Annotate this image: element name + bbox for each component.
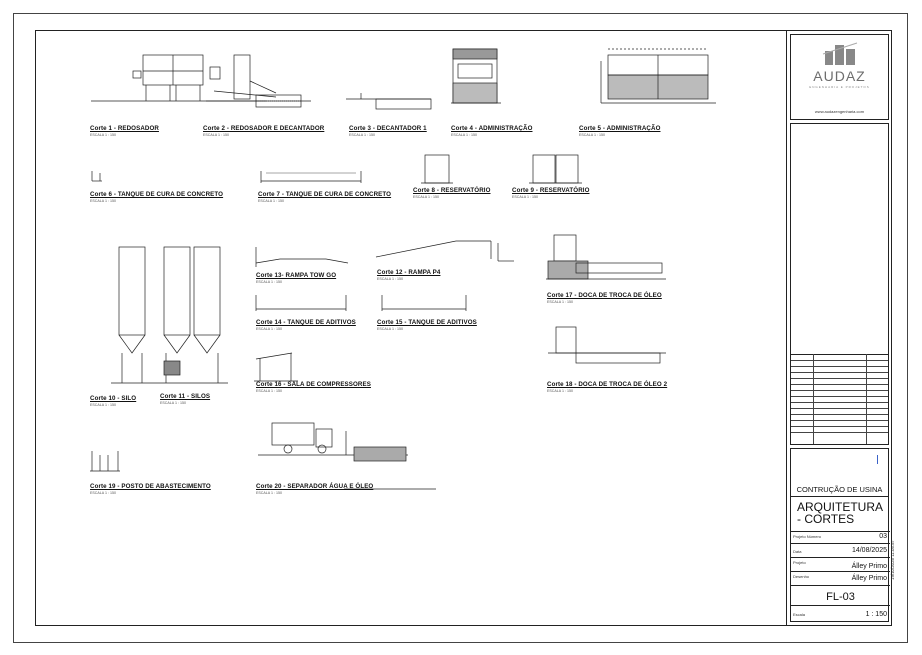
drawing-corte-14 — [255, 295, 347, 311]
caption-corte-18: Corte 18 - DOCA DE TROCA DE ÓLEO 2 — [547, 381, 668, 388]
info-box: CONTRUÇÃO DE USINA ARQUITETURA - CORTES … — [790, 448, 890, 622]
caption-corte-3: Corte 3 - DECANTADOR 1 — [349, 125, 427, 132]
scale-corte-3: ESCALA 1 : 150 — [349, 133, 375, 137]
caption-corte-7: Corte 7 - TANQUE DE CURA DE CONCRETO — [258, 191, 392, 198]
logo-box: AUDAZ ENGENHARIA E PROJETOS www.audazeng… — [790, 34, 889, 120]
drawing-sheet — [13, 13, 908, 643]
scale-corte-16: ESCALA 1 : 150 — [256, 389, 282, 393]
drawing-corte-6 — [91, 171, 102, 182]
drawer-label: Desenho — [793, 574, 810, 579]
drawing-corte-7 — [260, 171, 362, 183]
project-number-value: 03 — [879, 533, 887, 540]
drawer-value: Álley Primo — [851, 575, 887, 582]
designer-label: Projeto — [793, 560, 806, 565]
cursor-mark — [877, 455, 878, 464]
drawing-corte-17 — [546, 234, 666, 280]
caption-corte-2: Corte 2 - REDOSADOR E DECANTADOR — [203, 125, 325, 132]
drawing-corte-8 — [421, 154, 453, 184]
scale-corte-9: ESCALA 1 : 150 — [512, 195, 538, 199]
designer-value: Álley Primo — [851, 563, 887, 570]
drawing-corte-10-11 — [111, 246, 228, 384]
caption-corte-20: Corte 20 - SEPARADOR ÁGUA E ÓLEO — [256, 483, 374, 490]
caption-corte-10: Corte 10 - SILO — [90, 395, 137, 402]
revision-box — [790, 123, 889, 445]
scale-corte-11: ESCALA 1 : 150 — [160, 401, 186, 405]
scale-value: 1 : 150 — [865, 611, 887, 618]
scale-corte-1: ESCALA 1 : 150 — [90, 133, 116, 137]
scale-label: Escala — [793, 612, 806, 617]
company-logo-text: AUDAZ — [813, 68, 866, 84]
scale-corte-7: ESCALA 1 : 150 — [258, 199, 284, 203]
scale-corte-20: ESCALA 1 : 150 — [256, 491, 282, 495]
scale-corte-19: ESCALA 1 : 150 — [90, 491, 116, 495]
caption-corte-15: Corte 15 - TANQUE DE ADITIVOS — [377, 319, 477, 326]
building-logo-icon — [822, 42, 858, 65]
caption-corte-17: Corte 17 - DOCA DE TROCA DE ÓLEO — [547, 292, 662, 299]
scale-corte-8: ESCALA 1 : 150 — [413, 195, 439, 199]
drawing-corte-2 — [206, 54, 311, 108]
drawing-area: Corte 1 - REDOSADOR ESCALA 1 : 150 Corte… — [36, 31, 786, 625]
drawing-corte-12 — [375, 240, 514, 262]
sheet-title: ARQUITETURA - CORTES — [797, 500, 883, 526]
drawing-frame: Corte 1 - REDOSADOR ESCALA 1 : 150 Corte… — [35, 30, 892, 626]
scale-corte-10: ESCALA 1 : 150 — [90, 403, 116, 407]
caption-corte-14: Corte 14 - TANQUE DE ADITIVOS — [256, 319, 356, 326]
scale-corte-4: ESCALA 1 : 150 — [451, 133, 477, 137]
scale-corte-6: ESCALA 1 : 150 — [90, 199, 116, 203]
drawing-corte-1 — [91, 54, 266, 102]
row-date: Data 14/08/2025 — [791, 543, 890, 557]
drawing-corte-16 — [254, 352, 298, 382]
drawing-corte-20 — [258, 422, 436, 490]
date-value: 14/08/2025 — [851, 547, 887, 554]
row-designer: Projeto Álley Primo — [791, 557, 890, 571]
drawing-corte-9 — [529, 154, 582, 184]
row-drawer: Desenho Álley Primo — [791, 571, 890, 585]
scale-corte-15: ESCALA 1 : 150 — [377, 327, 403, 331]
drawing-corte-4 — [451, 48, 501, 104]
row-scale: Escala 1 : 150 — [791, 605, 890, 621]
scale-corte-2: ESCALA 1 : 150 — [203, 133, 229, 137]
caption-corte-8: Corte 8 - RESERVATÓRIO — [413, 187, 491, 194]
caption-corte-6: Corte 6 - TANQUE DE CURA DE CONCRETO — [90, 191, 224, 198]
project-number-label: Projeto Número — [793, 534, 822, 539]
drawing-corte-15 — [381, 295, 467, 311]
section-drawings — [90, 48, 716, 490]
title-block: AUDAZ ENGENHARIA E PROJETOS www.audazeng… — [786, 31, 891, 625]
caption-corte-1: Corte 1 - REDOSADOR — [90, 125, 159, 132]
date-label: Data — [793, 549, 802, 554]
scale-corte-13: ESCALA 1 : 150 — [256, 280, 282, 284]
project-name: CONTRUÇÃO DE USINA — [796, 485, 883, 494]
row-sheet-number: FL-03 — [791, 585, 890, 605]
print-timestamp: 19/10/2025 11:05:57 — [890, 540, 895, 580]
row-project-number: Projeto Número 03 — [791, 531, 890, 543]
drawing-corte-5 — [600, 48, 716, 104]
caption-corte-4: Corte 4 - ADMINISTRAÇÃO — [451, 125, 533, 132]
sheet-number: FL-03 — [826, 591, 855, 603]
caption-corte-5: Corte 5 - ADMINISTRAÇÃO — [579, 125, 661, 132]
caption-corte-9: Corte 9 - RESERVATÓRIO — [512, 187, 590, 194]
scale-corte-12: ESCALA 1 : 150 — [377, 277, 403, 281]
caption-corte-11: Corte 11 - SILOS — [160, 393, 211, 400]
drawing-corte-19 — [90, 451, 120, 472]
company-logo-subtitle: ENGENHARIA E PROJETOS — [809, 85, 870, 89]
scale-corte-14: ESCALA 1 : 150 — [256, 327, 282, 331]
scale-corte-5: ESCALA 1 : 150 — [579, 133, 605, 137]
caption-corte-13: Corte 13- RAMPA TOW GO — [256, 272, 337, 279]
caption-corte-12: Corte 12 - RAMPA P4 — [377, 269, 441, 276]
scale-corte-18: ESCALA 1 : 150 — [547, 389, 573, 393]
company-website: www.audazengenharia.com — [814, 109, 865, 114]
drawing-corte-3 — [346, 93, 432, 110]
scale-corte-17: ESCALA 1 : 150 — [547, 300, 573, 304]
drawing-corte-18 — [548, 326, 666, 364]
caption-corte-19: Corte 19 - POSTO DE ABASTECIMENTO — [90, 483, 211, 490]
caption-corte-16: Corte 16 - SALA DE COMPRESSORES — [256, 381, 371, 388]
drawing-corte-13 — [255, 247, 349, 267]
